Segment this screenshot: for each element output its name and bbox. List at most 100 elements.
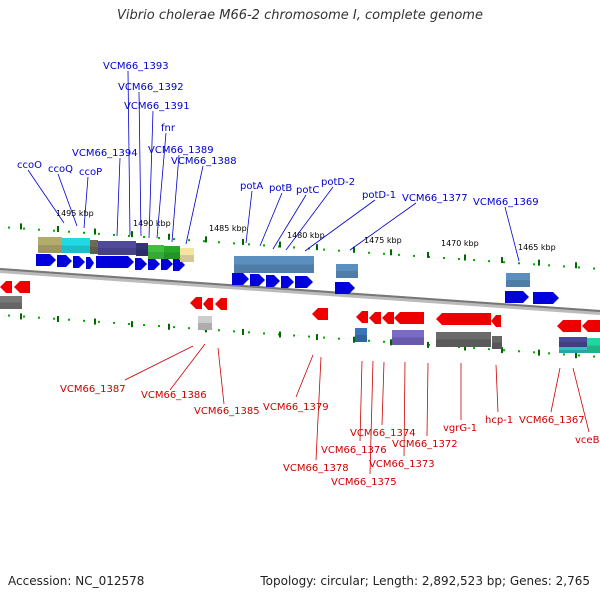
forward-gene-label: VCM66_1369 [473,197,539,208]
tick-dot-lower [368,339,370,342]
feature-box [98,241,136,255]
reverse-gene-arrow [436,313,491,325]
tick-dot-upper [68,230,70,233]
tick-dot-upper [98,232,100,235]
scale-label: 1490 kbp [133,219,171,228]
forward-gene-arrow [161,258,173,270]
tick-dot-upper [368,251,370,254]
feature-box-shade [0,302,22,309]
forward-leader-line [83,176,89,229]
tick-dot-upper [578,266,580,269]
reverse-gene-label: VCM66_1372 [392,439,458,450]
forward-gene-arrow [250,274,265,286]
tick-dot-upper [143,236,145,239]
scale-tick-lower [131,321,133,328]
forward-leader-line [259,192,283,247]
feature-box-shade [436,339,491,347]
forward-gene-label: VCM66_1394 [72,148,138,159]
tick-dot-lower [233,330,235,333]
scale-tick-lower [316,334,318,341]
forward-gene-label: potB [269,183,292,194]
forward-gene-label: fnr [161,123,176,134]
reverse-leader-line [217,347,225,405]
reverse-gene-label: VCM66_1376 [321,445,387,456]
feature-box-shade [587,345,600,353]
scale-tick-upper [20,223,22,230]
forward-gene-arrow [281,276,294,288]
scale-tick-upper [94,228,96,235]
feature-box [164,246,180,259]
tick-dot-lower [143,324,145,327]
reverse-gene-arrow [491,315,501,327]
scale-tick-lower [57,315,59,322]
tick-dot-upper [203,240,205,243]
feature-box-shade [198,323,212,330]
backbone-group [0,268,600,315]
tick-dot-upper [263,244,265,247]
scale-tick-lower [279,331,281,338]
scale-label: 1480 kbp [287,231,325,240]
reverse-leader-line [359,360,363,442]
forward-gene-label: VCM66_1391 [124,101,190,112]
tick-dot-lower [173,326,175,329]
reverse-gene-arrow [215,298,227,310]
forward-gene-label: VCM66_1393 [103,61,169,72]
tick-dot-upper [113,233,115,236]
tick-dot-lower [83,319,85,322]
tick-dot-lower [98,320,100,323]
reverse-gene-arrow [312,308,328,320]
tick-dot-upper [218,241,220,244]
feature-box [0,296,22,309]
tick-dot-lower [113,321,115,324]
tick-dot-lower [458,346,460,349]
forward-leader-line [27,169,65,224]
tick-dot-upper [533,263,535,266]
tick-dot-upper [518,262,520,265]
tick-dot-lower [38,316,40,319]
tick-dot-lower [533,351,535,354]
forward-gene-arrow [86,257,94,269]
tick-dot-upper [473,259,475,262]
forward-gene-label: potA [240,181,263,192]
scale-tick-lower [20,313,22,320]
forward-leader-line [245,190,253,244]
map-title: Vibrio cholerae M66-2 chromosome I, comp… [117,8,483,23]
backbone-shadow [0,268,600,315]
scale-tick-lower [353,336,355,343]
scale-label: 1465 kbp [518,243,556,252]
scale-label: 1495 kbp [56,209,94,218]
reverse-leader-line [426,362,429,437]
tick-dot-upper [233,242,235,245]
tick-dot-lower [578,354,580,357]
reverse-leader-line [550,367,561,413]
tick-dot-upper [293,246,295,249]
forward-leader-line [57,173,78,227]
tick-dot-lower [518,350,520,353]
forward-gene-label: potC [296,185,319,196]
forward-leader-line [349,202,417,251]
accession-text: Accession: NC_012578 [8,574,145,588]
forward-genes [36,254,559,304]
tick-dot-lower [338,337,340,340]
feature-box [492,336,502,349]
tick-dot-lower [323,336,325,339]
feature-box-shade [559,350,587,353]
tick-dot-upper [383,252,385,255]
scale-label: 1475 kbp [364,236,402,245]
feature-box-shade [38,245,62,253]
forward-gene-label: VCM66_1389 [148,145,214,156]
forward-gene-arrow [505,291,529,303]
feature-box [355,328,367,342]
reverse-gene-arrow [356,311,368,323]
tick-dot-upper [413,254,415,257]
tick-dot-lower [263,332,265,335]
tick-dot-lower [128,322,130,325]
scale-tick-upper [242,238,244,245]
forward-gene-arrow [36,254,56,266]
feature-box [148,245,164,259]
feature-box-shade [90,247,98,254]
reverse-leader-line [315,356,322,461]
scale-tick-upper [279,241,281,248]
reverse-gene-label: VCM66_1373 [369,459,435,470]
